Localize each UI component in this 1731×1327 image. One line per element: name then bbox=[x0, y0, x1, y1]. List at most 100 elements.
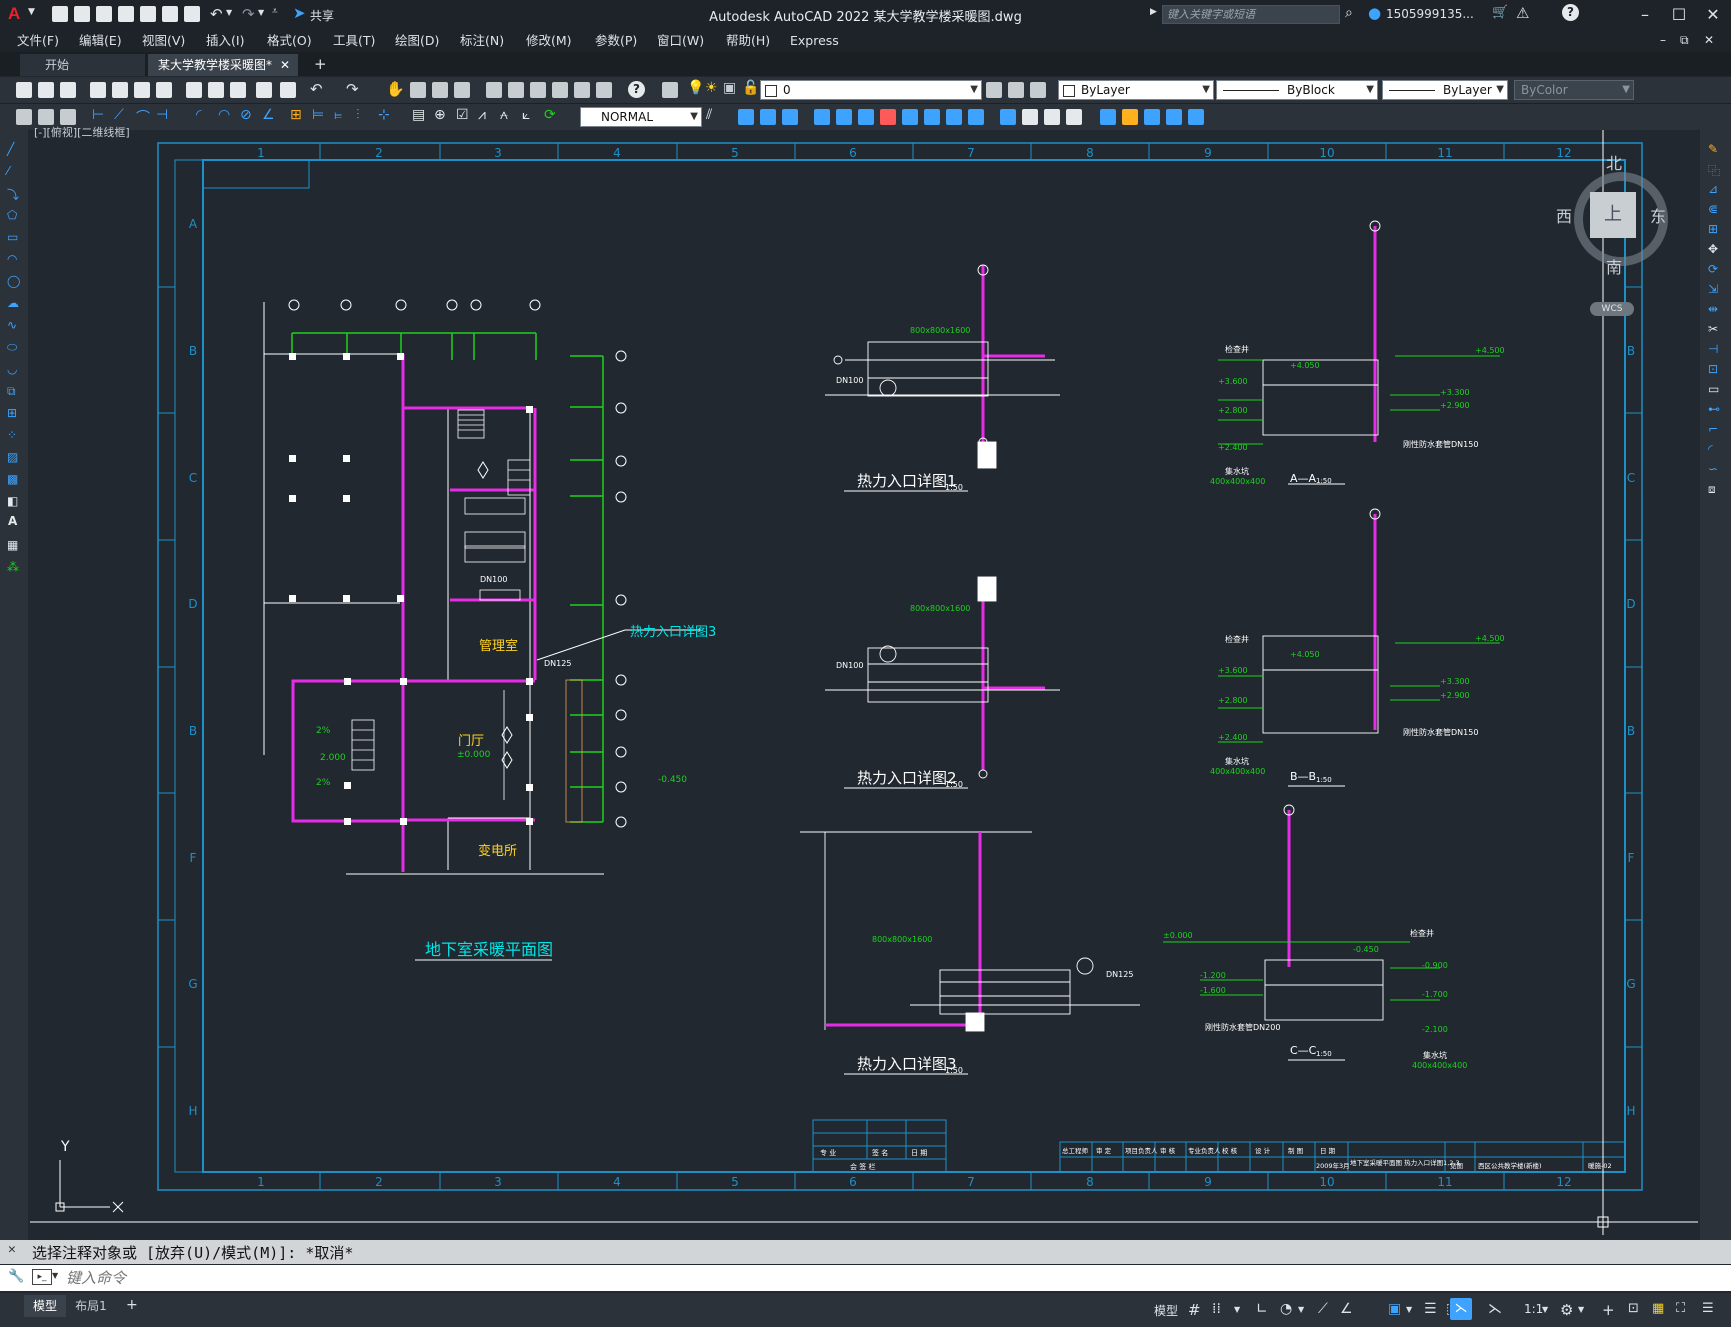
viewcube-top-face[interactable]: 上 bbox=[1590, 192, 1636, 238]
viewcube-east[interactable]: 东 bbox=[1650, 207, 1667, 226]
sheet-set-icon[interactable] bbox=[552, 82, 568, 98]
calculator-icon[interactable] bbox=[596, 82, 612, 98]
draworder-above-icon[interactable] bbox=[1144, 109, 1160, 125]
tolerance-icon[interactable]: ▤ bbox=[412, 107, 426, 123]
recent-commands-icon[interactable]: ▸_ bbox=[32, 1269, 52, 1285]
join-icon[interactable] bbox=[1000, 109, 1016, 125]
add-selected-icon[interactable]: ⁂ bbox=[7, 560, 19, 574]
menu-edit[interactable]: 编辑(E) bbox=[79, 33, 122, 48]
redo-tool-icon[interactable]: ↷ bbox=[346, 80, 359, 98]
region-icon[interactable]: ◧ bbox=[7, 494, 19, 508]
dim-arc-icon[interactable]: ⌒ bbox=[136, 110, 150, 126]
dim-style-icon[interactable]: ⫽ bbox=[706, 107, 713, 123]
osnap-icon[interactable]: ▣ bbox=[1388, 1301, 1402, 1317]
close-button[interactable]: ✕ bbox=[1706, 5, 1720, 24]
publish-icon[interactable] bbox=[134, 82, 150, 98]
recent-commands-chevron-icon[interactable]: ▼ bbox=[52, 1271, 59, 1280]
undo-dropdown-icon[interactable]: ▼ bbox=[226, 8, 233, 17]
share-button[interactable]: 共享 bbox=[310, 9, 335, 23]
markup-icon[interactable] bbox=[574, 82, 590, 98]
command-close-icon[interactable]: ✕ bbox=[8, 1242, 16, 1257]
layer-properties-icon[interactable] bbox=[662, 82, 678, 98]
snap-icon[interactable]: ⁞⁞ bbox=[1212, 1301, 1221, 1317]
dim-diameter-icon[interactable]: ⊘ bbox=[240, 107, 252, 123]
wcs-menu-button[interactable]: WCS bbox=[1590, 302, 1634, 316]
tab-close-icon[interactable]: ✕ bbox=[279, 58, 290, 72]
text-front-icon[interactable] bbox=[1188, 109, 1204, 125]
menu-parametric[interactable]: 参数(P) bbox=[595, 33, 638, 48]
dim-space-icon[interactable]: ⫶ bbox=[356, 107, 360, 123]
save-icon[interactable] bbox=[96, 6, 112, 22]
menu-format[interactable]: 格式(O) bbox=[267, 33, 312, 48]
trim-mod-icon[interactable]: ✂ bbox=[1708, 322, 1719, 336]
ellipse-icon[interactable]: ⬭ bbox=[7, 340, 18, 354]
preview-icon[interactable] bbox=[112, 82, 128, 98]
cart-icon[interactable]: 🛒 bbox=[1492, 5, 1509, 20]
dim-radius-icon[interactable]: ◜ bbox=[196, 107, 202, 123]
aligned-dim-icon[interactable] bbox=[60, 109, 76, 125]
menu-insert[interactable]: 插入(I) bbox=[206, 33, 245, 48]
autocad-logo-icon[interactable]: A bbox=[8, 4, 21, 23]
new-file-icon[interactable] bbox=[52, 6, 68, 22]
design-center-icon[interactable] bbox=[508, 82, 524, 98]
osnap-tracking-icon[interactable]: ∠ bbox=[1340, 1301, 1353, 1317]
annotation-visibility-icon[interactable]: ⋋ bbox=[1450, 1298, 1472, 1320]
redo-icon[interactable]: ↷ bbox=[242, 5, 255, 23]
osnap-chevron-icon[interactable]: ▼ bbox=[1406, 1305, 1413, 1314]
model-space-button[interactable]: 模型 bbox=[1154, 1304, 1179, 1318]
tool-palettes-icon[interactable] bbox=[530, 82, 546, 98]
workspace-gear-icon[interactable]: ⚙ bbox=[1560, 1301, 1574, 1319]
grid-icon[interactable]: # bbox=[1188, 1301, 1201, 1319]
mirror-icon[interactable] bbox=[760, 109, 776, 125]
zoom-window-icon[interactable] bbox=[432, 82, 448, 98]
qnew-icon[interactable] bbox=[16, 82, 32, 98]
open-file-icon[interactable] bbox=[74, 6, 90, 22]
autodesk-app-icon[interactable]: ⚠ bbox=[1516, 4, 1530, 22]
menu-tools[interactable]: 工具(T) bbox=[333, 33, 376, 48]
save-tool-icon[interactable] bbox=[60, 82, 76, 98]
layer-lock-icon[interactable]: 🔓 bbox=[742, 80, 760, 96]
extend-mod-icon[interactable]: ⊣ bbox=[1708, 342, 1719, 356]
search-icon[interactable]: ⌕ bbox=[1345, 5, 1353, 21]
viewport-controls[interactable]: [-][俯视][二维线框] bbox=[34, 126, 130, 139]
match-prop-icon[interactable] bbox=[256, 82, 272, 98]
viewcube[interactable]: 上 北 南 西 东 bbox=[1554, 150, 1670, 290]
array-mod-icon[interactable]: ⊞ bbox=[1708, 222, 1719, 236]
plot-icon[interactable] bbox=[184, 6, 200, 22]
copy-mod-icon[interactable]: ⿻ bbox=[1708, 164, 1721, 178]
circle-icon[interactable]: ◯ bbox=[7, 274, 21, 288]
copy-object-icon[interactable] bbox=[738, 109, 754, 125]
add-layout-button[interactable]: + bbox=[126, 1297, 138, 1313]
offset-mod-icon[interactable]: ⋐ bbox=[1708, 202, 1719, 216]
share-icon[interactable]: ➤ bbox=[293, 4, 306, 22]
rotate-mod-icon[interactable]: ⟳ bbox=[1708, 262, 1719, 276]
new-tab-button[interactable]: + bbox=[314, 55, 327, 73]
minimize-button[interactable]: – bbox=[1641, 5, 1649, 24]
point-icon[interactable]: ⁘ bbox=[7, 428, 18, 442]
quick-access-dropdown-icon[interactable]: ⩡ bbox=[272, 6, 278, 17]
fillet-icon[interactable] bbox=[1044, 109, 1060, 125]
doc-restore-button[interactable]: ⧉ bbox=[1680, 33, 1689, 47]
layer-dropdown[interactable]: 0▼ bbox=[760, 80, 982, 100]
rotate-icon[interactable] bbox=[858, 109, 874, 125]
stretch-icon[interactable] bbox=[902, 109, 918, 125]
color-dropdown[interactable]: ByLayer▼ bbox=[1058, 80, 1214, 100]
make-block-icon[interactable]: ⊞ bbox=[7, 406, 18, 420]
polar-chevron-icon[interactable]: ▼ bbox=[1298, 1305, 1305, 1314]
help-search-input[interactable]: 键入关键字或短语 bbox=[1162, 5, 1340, 24]
workspace-chevron-icon[interactable]: ▼ bbox=[1578, 1305, 1585, 1314]
help-icon[interactable]: ? bbox=[1562, 4, 1579, 21]
dim-break-icon[interactable]: ⊹ bbox=[378, 107, 390, 123]
dim-jogged-icon[interactable]: ◠ bbox=[218, 107, 231, 123]
line-icon[interactable]: ╱ bbox=[7, 142, 15, 156]
doc-close-button[interactable]: ✕ bbox=[1704, 33, 1715, 47]
stretch-mod-icon[interactable]: ⇹ bbox=[1708, 302, 1719, 316]
jogged-linear-icon[interactable]: ⩘ bbox=[478, 107, 486, 123]
move-mod-icon[interactable]: ✥ bbox=[1708, 242, 1719, 256]
draworder-back-icon[interactable] bbox=[1122, 109, 1138, 125]
pan-icon[interactable]: ✋ bbox=[386, 80, 405, 98]
rectangle-icon[interactable]: ▭ bbox=[7, 230, 19, 244]
redo-dropdown-icon[interactable]: ▼ bbox=[258, 8, 265, 17]
open-icon[interactable] bbox=[38, 82, 54, 98]
table-icon[interactable]: ▦ bbox=[7, 538, 19, 552]
